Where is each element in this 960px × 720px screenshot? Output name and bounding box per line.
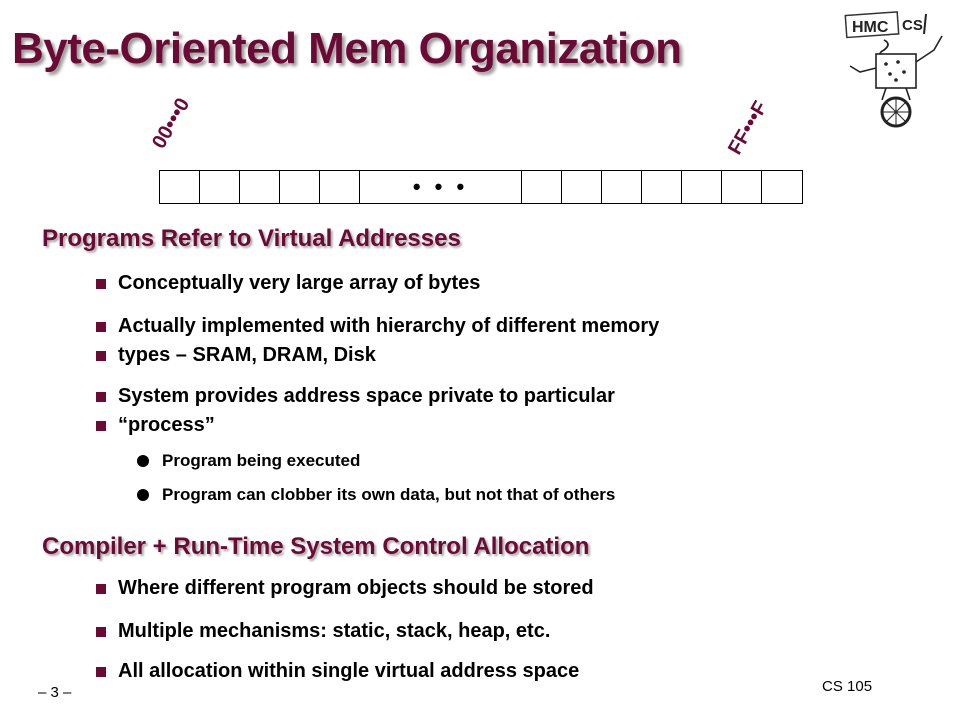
byte-cell	[160, 171, 200, 203]
slide-number: – 3 –	[38, 684, 72, 701]
byte-array-diagram: • • •	[159, 170, 803, 204]
byte-cell	[602, 171, 642, 203]
bullet-item: Actually implemented with hierarchy of d…	[95, 310, 659, 342]
bullet-item: Multiple mechanisms: static, stack, heap…	[95, 615, 550, 647]
high-address-label: FF•••F	[724, 97, 772, 159]
byte-cell	[240, 171, 280, 203]
byte-cell	[642, 171, 682, 203]
bullet-item: Conceptually very large array of bytes	[95, 267, 480, 299]
byte-cell	[722, 171, 762, 203]
hmc-cs-robot-logo-icon: HMC CS	[844, 11, 943, 128]
bullet-continuation: types – SRAM, DRAM, Disk	[96, 339, 376, 371]
low-address-label: 00•••0	[148, 94, 195, 153]
slide-title: Byte-Oriented Mem Organization	[12, 24, 682, 73]
bullet-continuation: “process”	[96, 409, 215, 441]
byte-cell	[562, 171, 602, 203]
bullet-item: All allocation within single virtual add…	[95, 655, 579, 687]
byte-cell	[200, 171, 240, 203]
byte-cell	[320, 171, 360, 203]
byte-cell	[682, 171, 722, 203]
bullet-item: System provides address space private to…	[96, 380, 615, 412]
byte-cell	[280, 171, 320, 203]
bullet-item: Where different program objects should b…	[96, 572, 594, 604]
byte-cell	[762, 171, 802, 203]
svg-text:CS: CS	[902, 17, 923, 34]
section-heading-virtual-addresses: Programs Refer to Virtual Addresses	[42, 225, 461, 252]
section-heading-allocation: Compiler + Run-Time System Control Alloc…	[42, 533, 590, 560]
byte-cell	[522, 171, 562, 203]
course-label: CS 105	[822, 678, 873, 695]
svg-text:HMC: HMC	[852, 19, 889, 36]
sub-bullet-item: Program can clobber its own data, but no…	[136, 485, 616, 504]
byte-array-ellipsis: • • •	[360, 171, 522, 203]
sub-bullet-item: Program being executed	[136, 451, 361, 470]
